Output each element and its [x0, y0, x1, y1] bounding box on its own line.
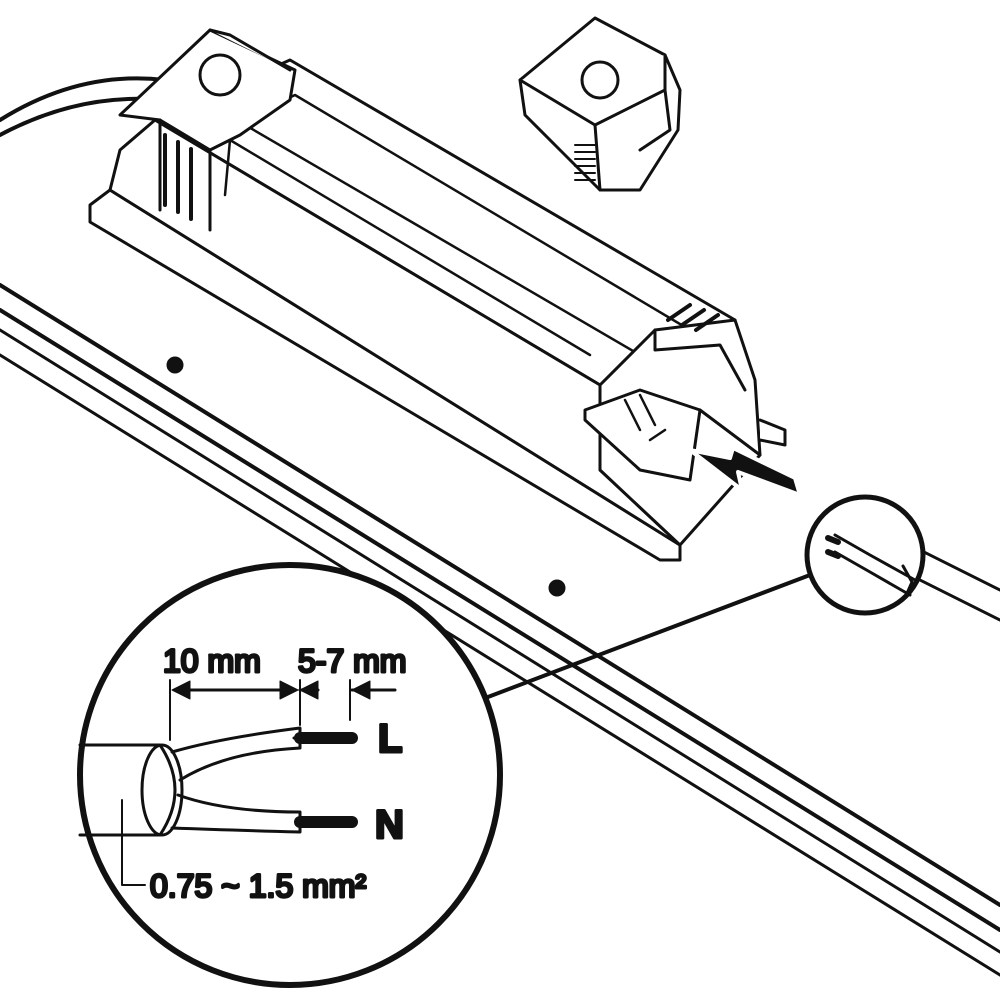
- mounting-rail: [0, 283, 1000, 977]
- dim-bare-label: 5-7 mm: [298, 643, 406, 679]
- detail-marker: [478, 494, 1000, 702]
- led-driver: [88, 28, 787, 562]
- cross-section-label: 0.75 ~ 1.5 mm²: [150, 868, 366, 904]
- insert-arrow: [688, 446, 802, 497]
- neutral-label: N: [375, 803, 404, 847]
- terminal-cover: [518, 16, 682, 192]
- mounting-hole: [548, 579, 566, 597]
- dim-bare-arrow: [298, 680, 397, 700]
- live-label: L: [378, 717, 402, 761]
- mounting-hole: [166, 356, 184, 374]
- dim-strip-arrow: [171, 680, 299, 700]
- dim-strip-label: 10 mm: [163, 643, 261, 679]
- wire-prep-callout: 10 mm 5-7 mm L N 0.75 ~ 1.5 mm²: [77, 562, 503, 988]
